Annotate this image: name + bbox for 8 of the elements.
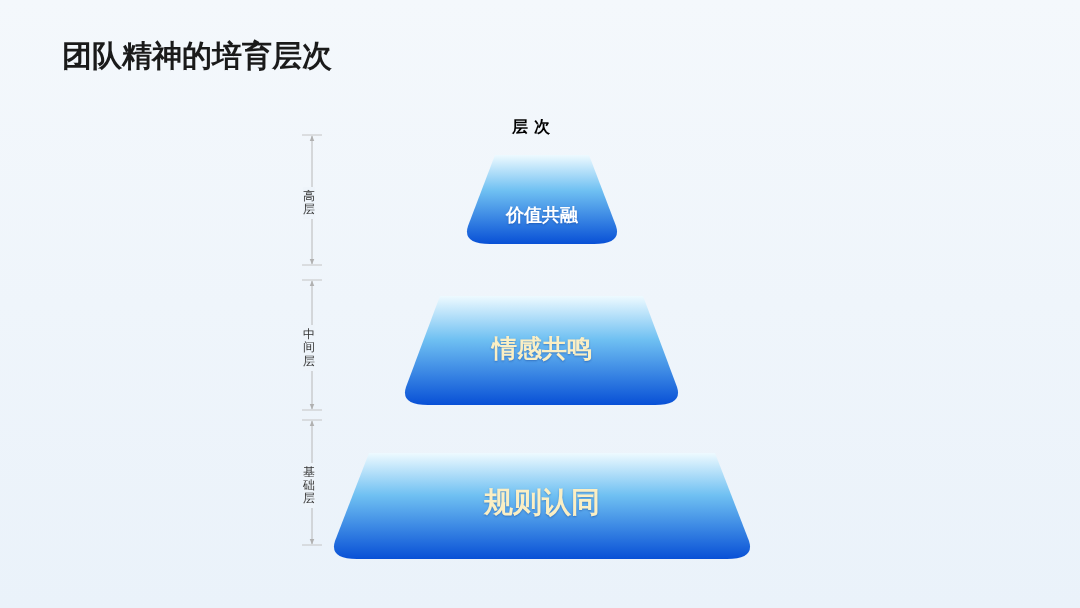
column-heading: 层 次 — [512, 117, 550, 138]
layer-label: 价值共融 — [504, 203, 579, 227]
level-label: 基础层 — [303, 462, 315, 509]
title: 团队精神的培育层次 — [62, 37, 332, 75]
level-label: 中间层 — [303, 325, 315, 371]
level-label: 高层 — [303, 186, 315, 220]
layer-label: 规则认同 — [483, 484, 601, 521]
layer-label: 情感共鸣 — [490, 333, 593, 365]
